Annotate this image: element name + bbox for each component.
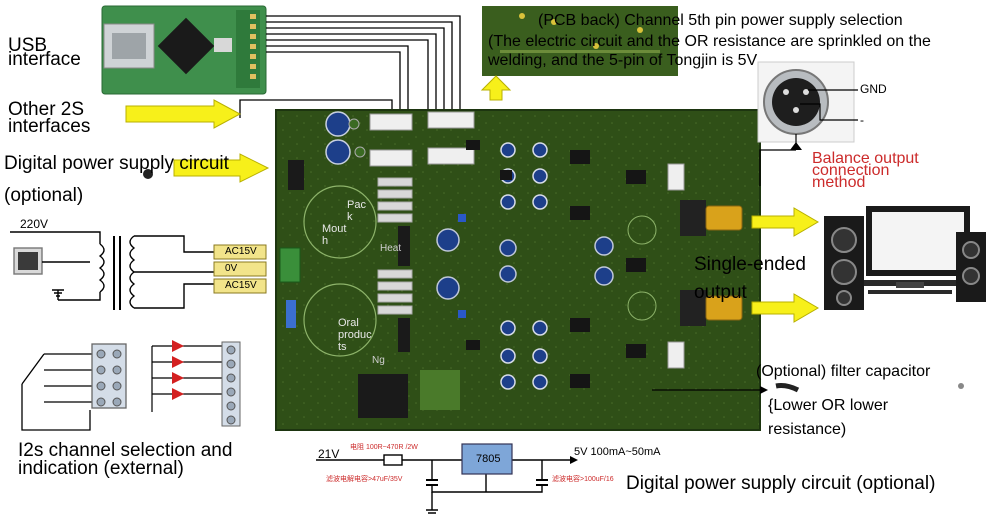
pcb-mouth-text-2: h <box>322 235 329 247</box>
pcb-ng-text: Ng <box>372 355 385 366</box>
zero-v-label: 0V <box>225 263 238 274</box>
i2s-selection-label-2: indication (external) <box>18 458 184 479</box>
pcb-oral-text-2: produc <box>338 329 372 341</box>
i2s-selector <box>21 343 127 431</box>
xlr-gnd-label: GND <box>860 82 887 96</box>
pcb-back-thumbnail <box>482 6 678 76</box>
psu-input-label: 21V <box>318 447 340 461</box>
usb-interface-label: USB <box>8 35 48 56</box>
pcb-mouth-text: Mout <box>322 223 347 235</box>
pcb-oral-text: Oral <box>338 317 359 329</box>
pcb-pack-text-2: k <box>347 211 353 223</box>
main-pcb <box>275 109 761 431</box>
pcb-back-label-2: (The electric circuit and the OR resista… <box>488 33 931 50</box>
balance-output-label-2: connection <box>812 162 890 179</box>
balance-output-label-3: method <box>812 174 866 191</box>
digital-psu-left-label: Digital power supply circuit <box>4 153 229 174</box>
digital-psu-bottom-label: Digital power supply circuit (optional) <box>626 473 936 494</box>
ac15v-bottom-label: AC15V <box>225 280 257 291</box>
pcb-heat-text: Heat <box>380 243 402 254</box>
pcb-back-label-3: welding, and the 5-pin of Tongjin is 5V <box>488 52 758 69</box>
balance-output-label: Balance output <box>812 150 919 167</box>
transformer-schematic <box>10 231 214 310</box>
single-ended-label: Single-ended <box>694 254 806 275</box>
psu-schematic <box>316 454 570 514</box>
other-i2s-label: Other 2S <box>8 99 85 120</box>
xlr-connector-icon <box>757 61 858 143</box>
arrow-up-icon <box>480 75 512 101</box>
psu-cap-left-label: 滤波电解电容>47uF/35V <box>326 476 403 483</box>
psu-cap-right-label: 滤波电容>100uF/16 <box>552 476 614 483</box>
pcb-oral-text-3: ts <box>338 341 347 353</box>
i2s-selection-label: I2s channel selection and <box>18 440 233 461</box>
arrow-right-output-icons <box>751 207 819 323</box>
pcb-back-label: (PCB back) Channel 5th pin power supply … <box>538 12 903 29</box>
filter-cap-pointer <box>652 383 964 394</box>
arrow-right-icons <box>125 99 270 183</box>
pcb-pack-text: Pac <box>347 199 366 211</box>
speaker-system-icon <box>824 206 986 310</box>
led-indicators <box>151 340 241 427</box>
xlr-minus-label: - <box>860 113 864 127</box>
lower-res-label-2: resistance) <box>768 421 847 438</box>
single-ended-label-2: output <box>694 282 747 303</box>
ac15v-top-label: AC15V <box>225 246 257 257</box>
other-i2s-label-2: interfaces <box>8 116 91 137</box>
psu-output-label: 5V 100mA~50mA <box>574 446 661 458</box>
lower-res-label: {Lower OR lower <box>768 397 889 414</box>
psu-regulator-label: 7805 <box>476 453 501 465</box>
digital-psu-left-label-2: (optional) <box>4 185 84 206</box>
i2s-wires <box>239 15 461 118</box>
usb-board <box>101 5 267 95</box>
usb-interface-label-2: interface <box>8 49 81 70</box>
filter-cap-label: (Optional) filter capacitor <box>756 363 931 380</box>
mains-voltage-label: 220V <box>20 217 49 231</box>
psu-resistor-label: 电阻 100R~470R /2W <box>350 444 418 451</box>
